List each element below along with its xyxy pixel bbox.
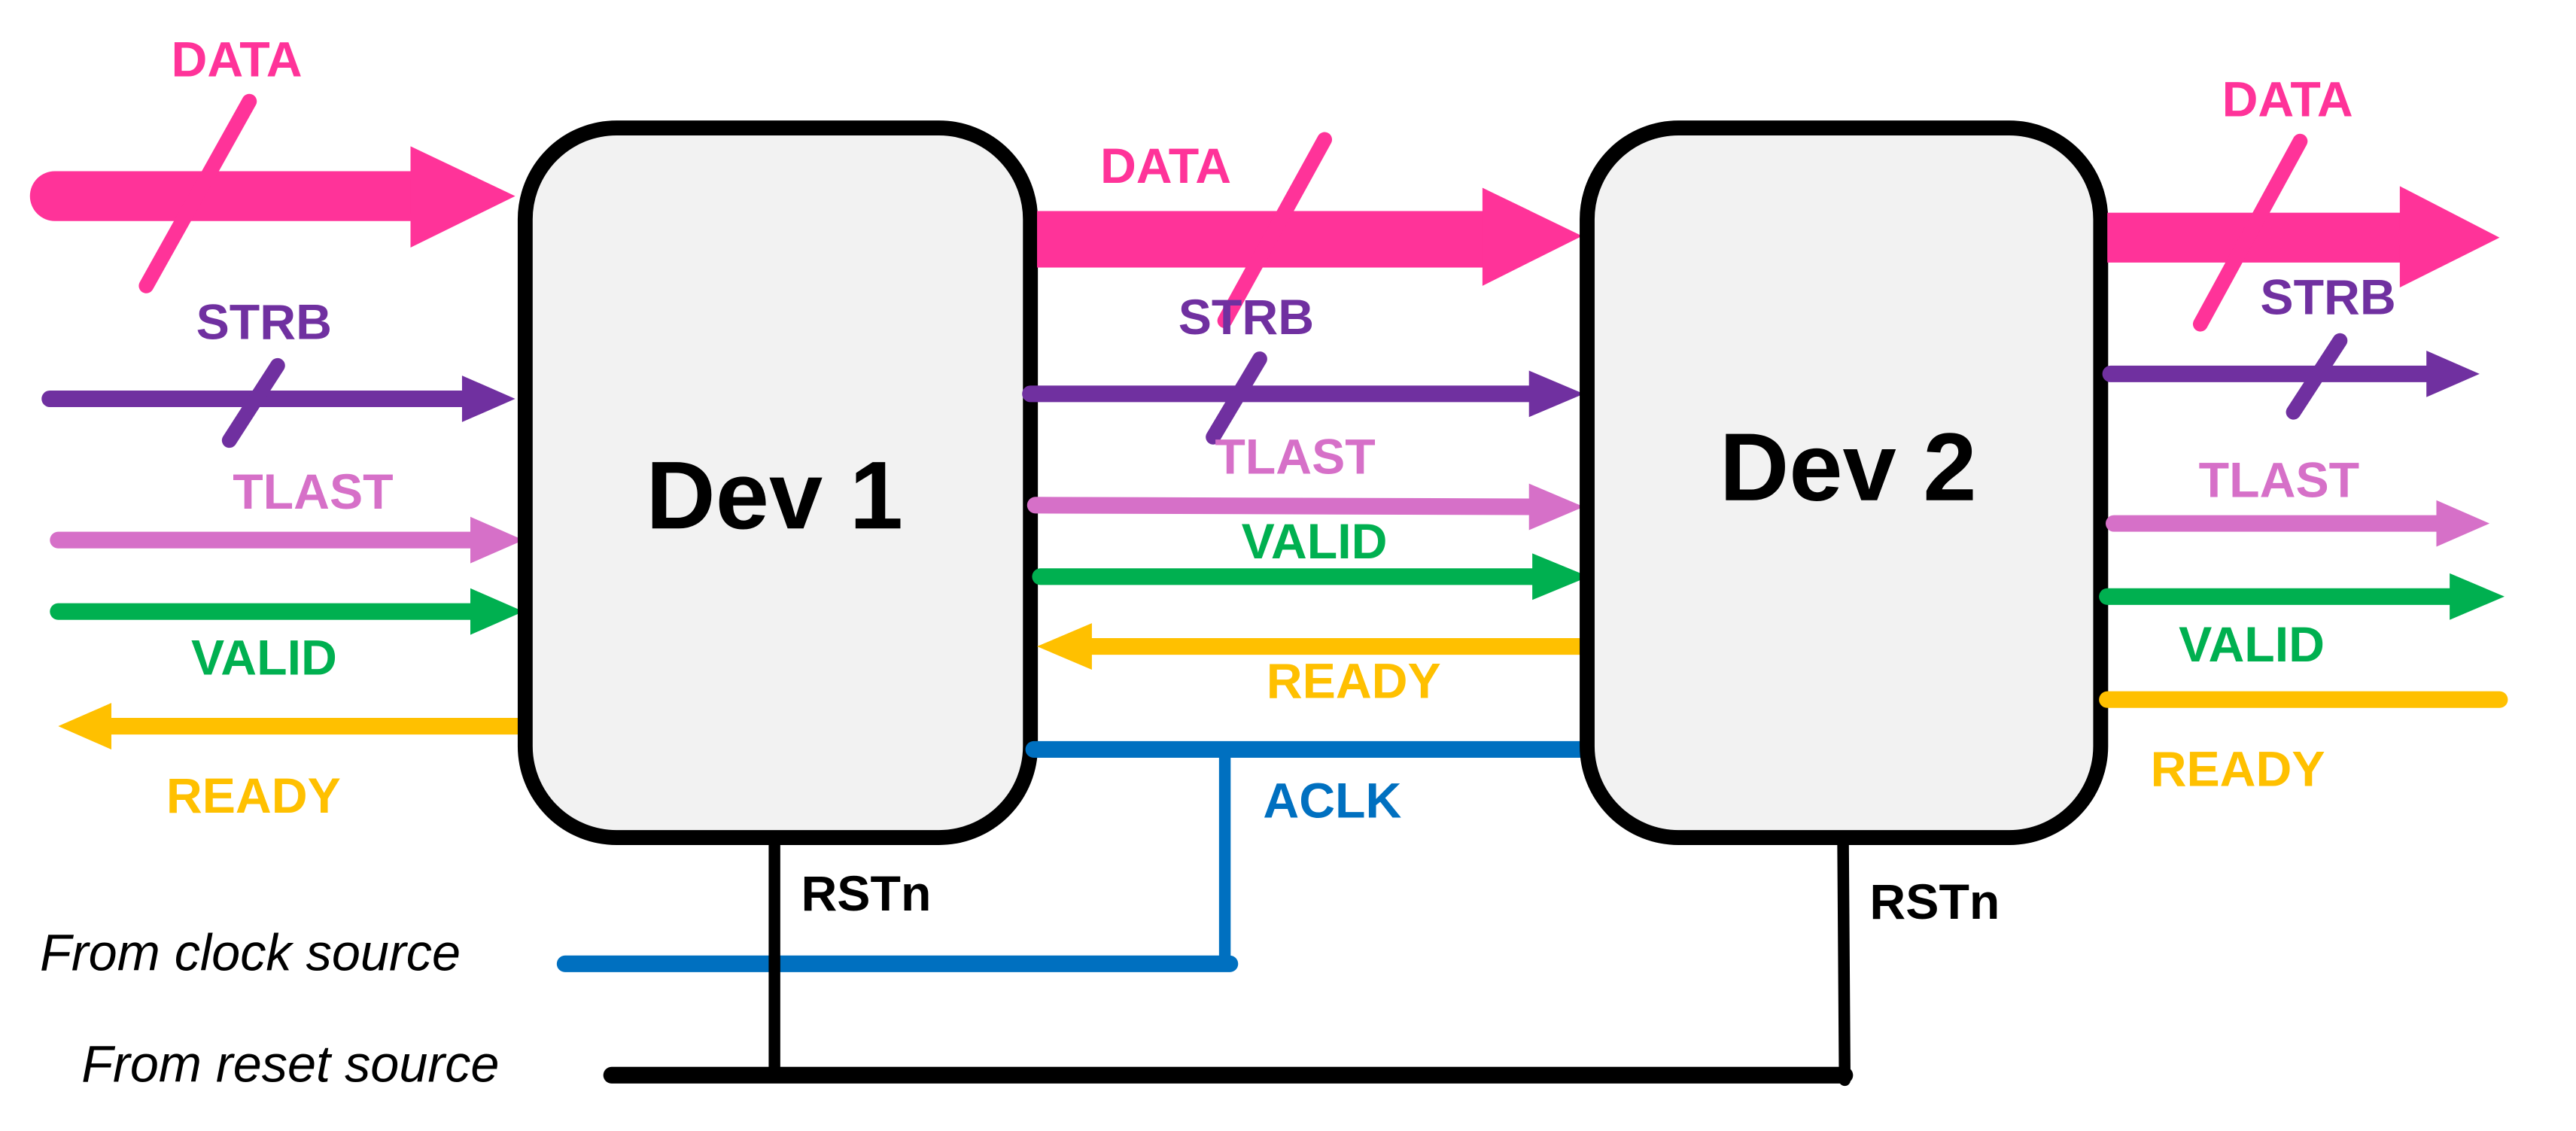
input-valid-label: VALID xyxy=(191,631,337,686)
input-valid-arrow xyxy=(50,588,524,635)
output-data-arrow xyxy=(2107,133,2500,332)
between-valid-arrow xyxy=(1032,553,1589,600)
input-data-label: DATA xyxy=(171,32,302,88)
output-strb-arrow xyxy=(2102,333,2480,420)
input-tlast-label: TLAST xyxy=(233,464,393,520)
between-data-label: DATA xyxy=(1100,138,1231,194)
output-tlast-arrow xyxy=(2106,500,2490,547)
between-data-arrow xyxy=(1037,132,1583,329)
input-data-arrow xyxy=(29,93,516,293)
input-strb-arrow xyxy=(41,357,516,448)
output-ready-label: READY xyxy=(2151,742,2325,798)
between-strb-arrow xyxy=(1022,351,1584,445)
input-ready-label: READY xyxy=(166,768,341,824)
aclk-bus xyxy=(556,740,1594,972)
output-strb-label: STRB xyxy=(2260,269,2395,325)
between-tlast-label: TLAST xyxy=(1215,429,1375,485)
device-dev1-label: Dev 1 xyxy=(646,442,903,549)
output-data-label: DATA xyxy=(2222,72,2353,128)
input-tlast-arrow xyxy=(50,516,524,564)
reset-source-label: From reset source xyxy=(81,1035,499,1093)
dev1-rstn-label: RSTn xyxy=(801,866,931,922)
between-tlast-arrow xyxy=(1026,483,1584,531)
output-tlast-label: TLAST xyxy=(2199,452,2359,508)
device-dev2-box[interactable] xyxy=(1580,120,2109,845)
output-valid-label: VALID xyxy=(2179,617,2325,673)
device-dev1-box[interactable] xyxy=(517,120,1039,845)
input-ready-arrow xyxy=(58,703,528,749)
clock-source-label: From clock source xyxy=(40,924,461,982)
input-strb-label: STRB xyxy=(196,295,332,351)
between-ready-label: READY xyxy=(1267,654,1441,710)
between-valid-label: VALID xyxy=(1242,514,1388,570)
device-dev2-label: Dev 2 xyxy=(1720,414,1977,521)
reset-bus xyxy=(603,838,1854,1087)
between-strb-label: STRB xyxy=(1179,290,1314,345)
between-ready-arrow xyxy=(1037,623,1594,670)
output-valid-arrow xyxy=(2099,573,2505,620)
dev2-rstn-label: RSTn xyxy=(1869,874,2000,930)
aclk-label: ACLK xyxy=(1263,774,1401,829)
